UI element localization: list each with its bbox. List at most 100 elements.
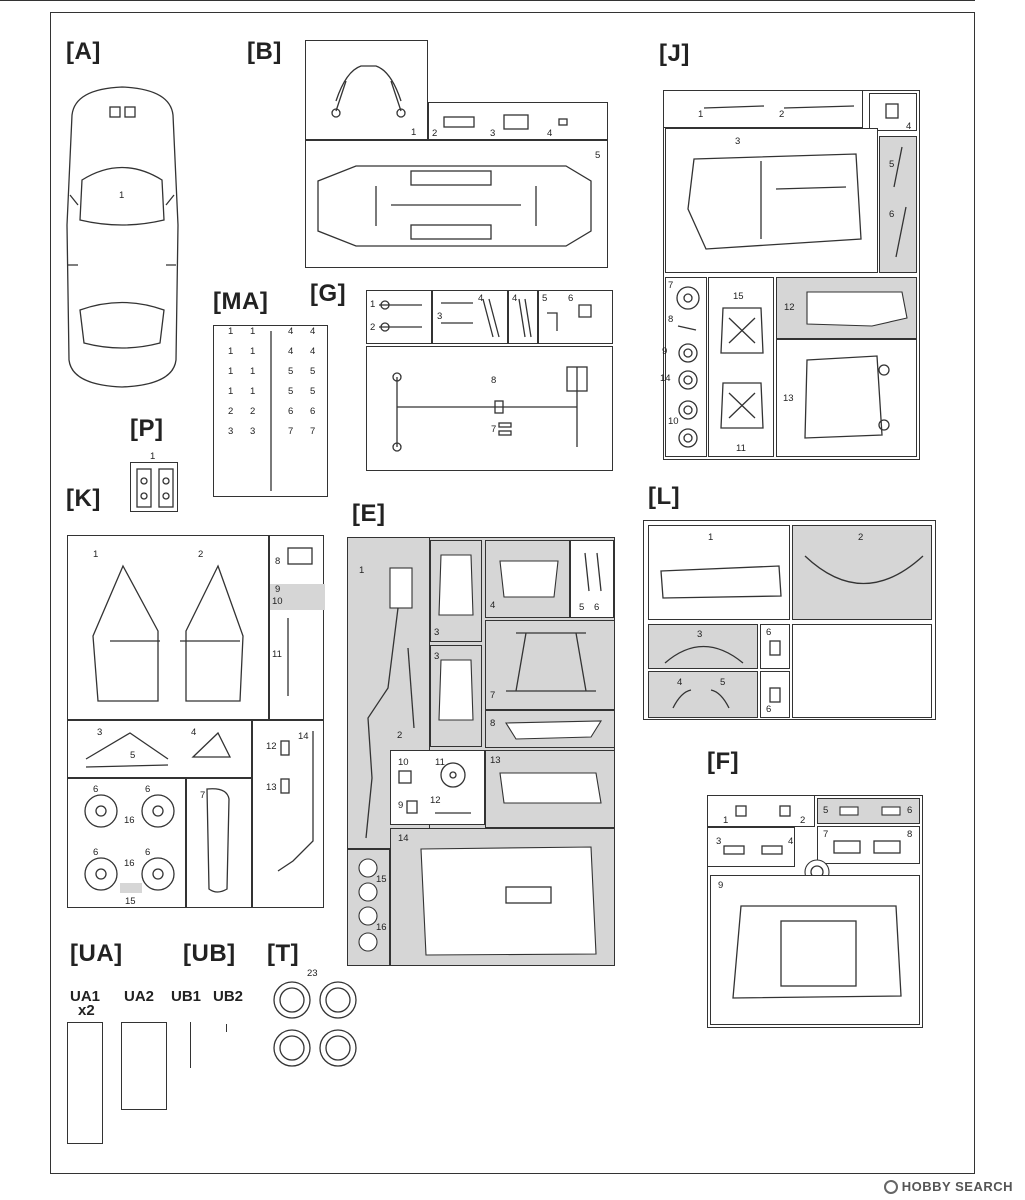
sprue-l-label: [L] (648, 483, 681, 510)
part-number: 8 (275, 556, 281, 567)
spoiler-drawing (206, 788, 230, 893)
ma-part-number: 2 (250, 406, 256, 417)
lens-drawing (769, 640, 781, 656)
front-seat-drawing (438, 554, 474, 616)
mirror-drawing (885, 103, 899, 119)
part-number: 3 (437, 311, 443, 322)
sprue-k-parts3-5-box (67, 720, 252, 778)
window-glass-drawing (732, 905, 902, 999)
part-number: 4 (512, 293, 518, 304)
sprue-j-seats-box (708, 277, 774, 457)
part-number: 15 (125, 896, 136, 907)
part-number: 15 (376, 874, 387, 885)
sprue-l-part1-box (648, 525, 790, 620)
part-code: UB2 (213, 988, 244, 1005)
sprue-e-seat-a-box (430, 540, 482, 642)
part-number: 7 (668, 280, 674, 291)
part-number: 14 (298, 731, 309, 742)
part-number: 16 (376, 922, 387, 933)
part-number: 2 (779, 109, 785, 120)
sprue-k-part7-box (186, 778, 252, 908)
part-number: 1 (93, 549, 99, 560)
part-number: 3 (697, 629, 703, 640)
part-number: 10 (272, 596, 283, 607)
wiper-blades-drawing (893, 146, 907, 258)
fender-liner-drawing (804, 555, 924, 584)
part-number: 5 (595, 150, 601, 161)
ma-part-number: 6 (310, 406, 316, 417)
part-number: 3 (716, 836, 722, 847)
part-number: 2 (432, 128, 438, 139)
sprue-j-interior-box (665, 128, 878, 273)
part-number: 7 (200, 790, 206, 801)
part-number: 9 (398, 800, 404, 811)
part-number: 4 (906, 121, 912, 132)
part-number: 2 (198, 549, 204, 560)
ma-part-number: 1 (228, 386, 234, 397)
ub1-rod (190, 1022, 191, 1068)
part-number: 7 (491, 424, 497, 435)
ma-part-number: 7 (310, 426, 316, 437)
trim-parts-drawing (85, 731, 232, 768)
part-number: 6 (907, 805, 913, 816)
brake-discs-drawing (358, 858, 378, 952)
part-number: 6 (594, 602, 600, 613)
part-number: 1 (411, 127, 417, 138)
sprue-j-dashboard-box (776, 277, 917, 339)
part-number: 14 (398, 833, 409, 844)
ma-part-number: 4 (288, 346, 294, 357)
ma-part-number: 5 (310, 386, 316, 397)
mirror-glass-drawing (735, 805, 791, 817)
part-number: 9 (718, 880, 724, 891)
part-number: 14 (660, 373, 671, 384)
sprue-e-part8-box (485, 710, 615, 748)
sprue-ub-label: [UB] (183, 940, 236, 967)
part-number: 15 (733, 291, 744, 302)
suspension-subframe-drawing (506, 632, 596, 692)
part-number: 4 (547, 128, 553, 139)
sprue-e-part14-box (390, 828, 615, 966)
part-number: 13 (266, 782, 277, 793)
part-number: 1 (150, 451, 156, 462)
part-number: 9 (662, 346, 668, 357)
sprue-g-part12-box (366, 290, 432, 344)
suspension-arm-drawing (331, 65, 406, 118)
sprue-j-wipers-box (879, 136, 917, 273)
chassis-floor-drawing (317, 165, 592, 247)
sprue-j-part13-box (776, 339, 917, 457)
part-number: 6 (145, 784, 151, 795)
sprue-b-parts-strip (428, 102, 608, 140)
lever-drawing (584, 552, 602, 592)
sprue-e-part4-box (485, 540, 570, 618)
part-number: 23 (307, 968, 318, 979)
part-number: 16 (124, 858, 135, 869)
small-parts-drawing (443, 114, 568, 130)
ma-part-number: 3 (250, 426, 256, 437)
sprue-ua-label: [UA] (70, 940, 123, 967)
sprue-k-wheels-box (67, 778, 186, 908)
sprue-j-strip (663, 90, 863, 128)
part-number: 4 (490, 600, 496, 611)
engine-block-drawing (499, 772, 602, 804)
part-number: 11 (736, 443, 746, 454)
quantity-note: x2 (78, 1002, 95, 1019)
part-number: 5 (130, 750, 136, 761)
part-code: UB1 (171, 988, 202, 1005)
sprue-p-label: [P] (130, 415, 164, 442)
ma-part-number: 5 (288, 386, 294, 397)
dashboard-drawing (806, 291, 908, 327)
sprue-e-label: [E] (352, 500, 386, 527)
sprue-p-box (130, 462, 178, 512)
part-number: 4 (788, 836, 794, 847)
sprue-e-discs-box (347, 849, 390, 966)
metal-parts-drawing (270, 331, 272, 491)
small-clips-drawing (270, 547, 325, 696)
part-number: 4 (478, 293, 484, 304)
part-number: 3 (434, 651, 440, 662)
lens-drawing (769, 687, 781, 703)
ma-part-number: 2 (228, 406, 234, 417)
sprue-e-parts56-box (570, 540, 614, 618)
part-number: 8 (491, 375, 497, 386)
ma-part-number: 1 (250, 386, 256, 397)
ma-part-number: 1 (228, 346, 234, 357)
